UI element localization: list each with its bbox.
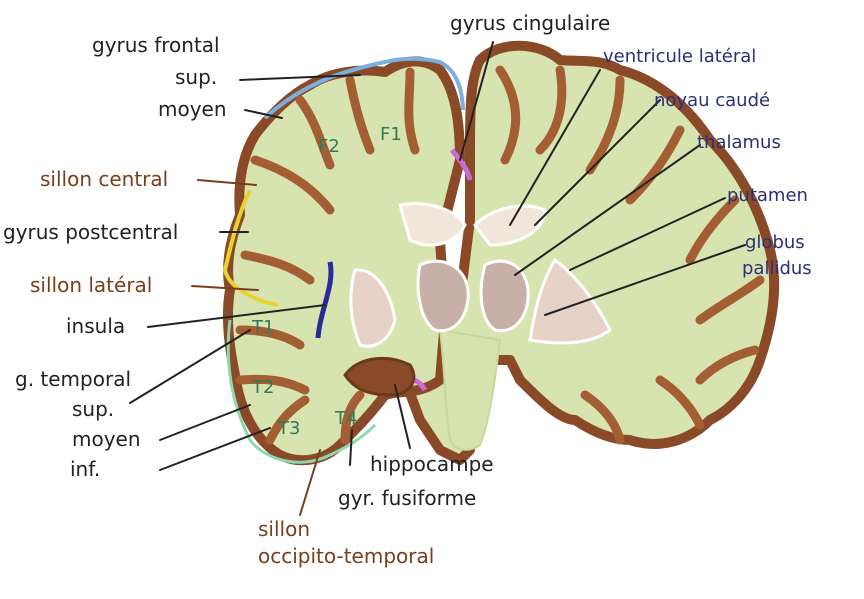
sillon-central-outline: [222, 189, 279, 307]
code-f2: F2: [318, 136, 340, 157]
label-sillon-lateral: sillon latéral: [30, 273, 153, 297]
label-sillon-central: sillon central: [40, 167, 169, 191]
label-noyau-caude: noyau caudé: [654, 90, 771, 111]
gyral-folds-left: [235, 67, 420, 445]
code-t2: T2: [251, 377, 274, 398]
putamen-right: [528, 257, 612, 345]
label-ventricule-lateral: ventricule latéral: [603, 46, 757, 67]
leader-putamen: [569, 197, 726, 271]
leader-temporal-sup: [129, 329, 251, 404]
label-putamen: putamen: [727, 185, 808, 206]
label-gyr-fusiforme: gyr. fusiforme: [338, 486, 477, 510]
gyrus-cingulaire-outline: [450, 148, 473, 181]
label-frontal-moyen: moyen: [158, 97, 227, 121]
gyrus-frontal-outline: [263, 56, 465, 120]
label-occipito-temporal: occipito-temporal: [258, 544, 435, 568]
label-gyrus-postcentral: gyrus postcentral: [3, 220, 179, 244]
label-gyrus-frontal: gyrus frontal: [92, 33, 220, 57]
label-temporal-sup: sup.: [72, 397, 115, 421]
leader-thalamus: [514, 144, 701, 276]
leader-insula: [147, 304, 326, 328]
label-temporal-inf: inf.: [70, 457, 101, 481]
region-codes: F1 F2 T1 T2 T3 T4: [251, 124, 402, 439]
gyral-folds-right: [495, 65, 765, 445]
label-pallidus: pallidus: [742, 258, 812, 279]
leader-gyrus-cingulaire: [459, 41, 494, 161]
label-frontal-sup: sup.: [175, 65, 218, 89]
leader-temporal-inf: [159, 427, 271, 471]
thalamus: [416, 259, 530, 333]
code-t3: T3: [277, 418, 300, 439]
code-t1: T1: [251, 317, 274, 338]
label-insula: insula: [66, 314, 126, 338]
leader-sillon-occipito-temporal: [299, 449, 321, 516]
leader-hippocampe: [394, 384, 411, 449]
leader-gyrus-frontal-sup: [239, 74, 361, 81]
hippocampus: [343, 356, 416, 397]
label-sillon: sillon: [258, 517, 311, 541]
label-globus: globus: [745, 232, 805, 253]
leader-sillon-central: [197, 179, 257, 186]
temporal-outline: [226, 319, 377, 464]
leader-sillon-lateral: [191, 285, 259, 291]
putamen-left: [349, 268, 397, 348]
label-g-temporal: g. temporal: [15, 367, 132, 391]
leader-globus-pallidus: [544, 244, 746, 316]
leader-ventricule-lateral: [509, 69, 601, 226]
code-t4: T4: [334, 408, 357, 429]
leader-lines: [129, 41, 746, 516]
leader-gyr-fusiforme: [349, 429, 353, 466]
label-gyrus-cingulaire: gyrus cingulaire: [450, 11, 611, 35]
label-temporal-moyen: moyen: [72, 427, 141, 451]
label-hippocampe: hippocampe: [370, 452, 494, 476]
label-thalamus: thalamus: [697, 132, 781, 153]
brainstem: [438, 328, 502, 451]
leader-gyrus-frontal-moyen: [244, 109, 283, 119]
leader-temporal-moyen: [159, 404, 251, 441]
leader-noyau-caude: [534, 99, 661, 226]
insula-outline: [315, 261, 334, 339]
code-f1: F1: [380, 124, 402, 145]
